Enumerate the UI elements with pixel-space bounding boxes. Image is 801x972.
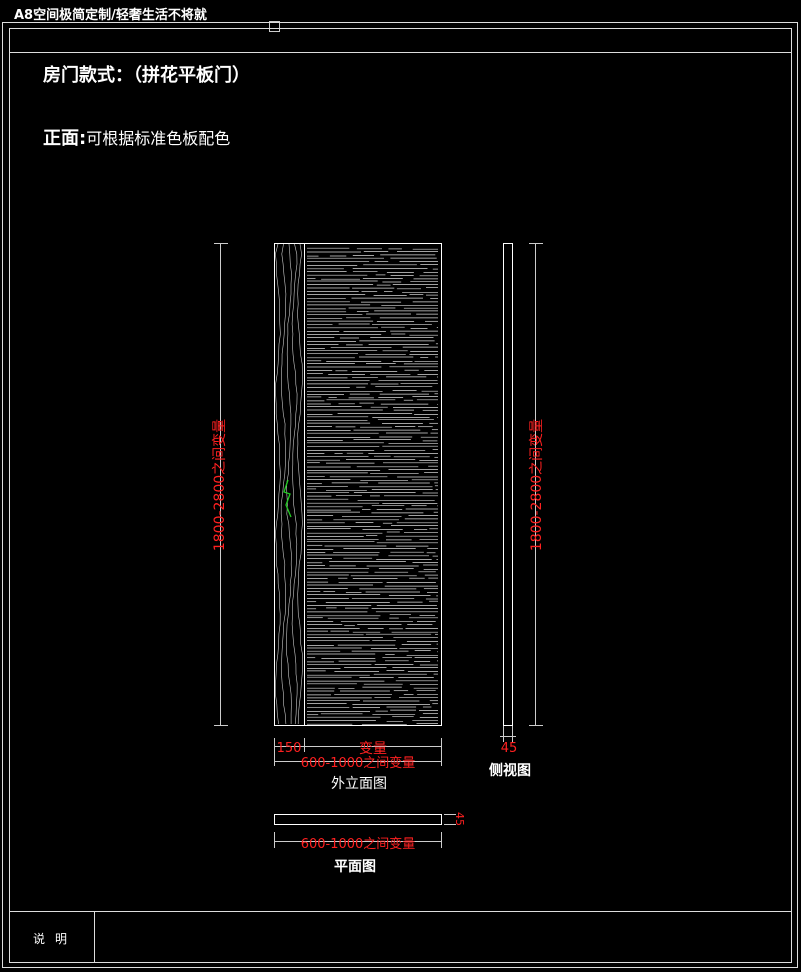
caption-side-view: 侧视图 xyxy=(489,762,531,779)
door-style-heading: 房门款式：（拼花平板门） xyxy=(43,65,250,86)
height-dim-right-text: 1800-2800之间变量 xyxy=(529,419,545,551)
wood-grain-stile xyxy=(275,243,303,725)
width-dimensions-front xyxy=(274,738,442,766)
notes-band-divider xyxy=(9,911,792,912)
plan-dim-side-text: 45 xyxy=(453,812,466,826)
caption-plan-view: 平面图 xyxy=(334,859,376,875)
door-outline xyxy=(274,243,442,726)
dim-width-text: 600-1000之间变量 xyxy=(301,755,416,771)
dim-variable-text: 变量 xyxy=(359,741,387,757)
drawing-tab-title[interactable]: A8空间极简定制/轻奢生活不将就 xyxy=(14,8,207,23)
side-elevation xyxy=(503,243,513,726)
front-note-text: 可根据标准色板配色 xyxy=(86,129,231,148)
title-band-divider xyxy=(9,52,792,53)
wood-grain-lines xyxy=(307,247,438,725)
viewport-grip-handle[interactable] xyxy=(269,21,280,32)
sheet-inner-border xyxy=(9,28,792,963)
plan-dimensions xyxy=(274,814,456,848)
height-dim-left-text: 1800-2800之间变量 xyxy=(212,419,228,551)
thickness-dimension-side xyxy=(500,726,516,742)
front-note: 正面:可根据标准色板配色 xyxy=(43,124,230,150)
front-label: 正面: xyxy=(43,128,87,149)
height-dimension-right xyxy=(529,243,543,726)
dim-150-text: 150 xyxy=(277,741,302,756)
door-side-outline xyxy=(503,243,513,726)
notes-label: 说明 xyxy=(33,932,78,946)
sheet-outer-border xyxy=(2,22,798,968)
notes-cell-divider xyxy=(94,911,95,963)
dim-45-text: 45 xyxy=(501,741,518,756)
door-plan-outline xyxy=(274,814,442,825)
caption-front-elevation: 外立面图 xyxy=(331,776,387,792)
plan-dim-width-text: 600-1000之间变量 xyxy=(301,836,416,852)
grain-accent-mark xyxy=(283,479,292,518)
plan-view xyxy=(274,814,442,825)
height-dimension-left xyxy=(214,243,228,726)
front-elevation xyxy=(274,243,442,726)
